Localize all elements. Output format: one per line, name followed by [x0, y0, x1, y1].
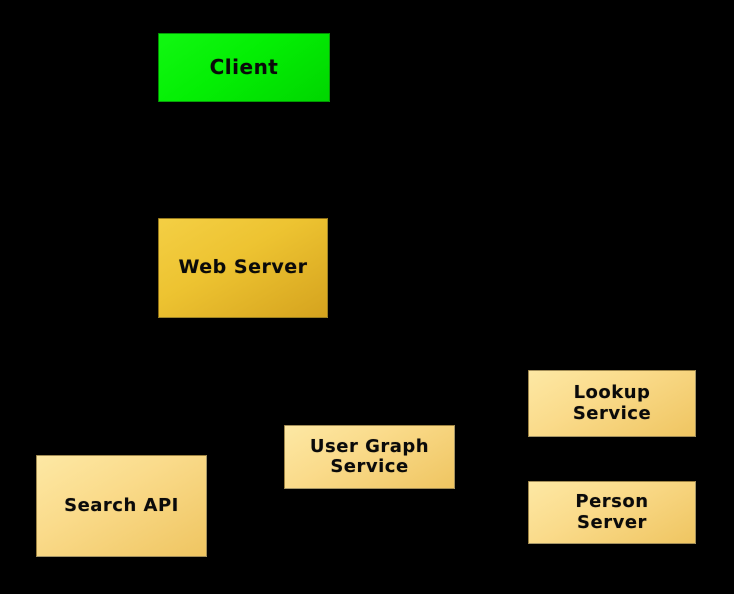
diagram-node-person-server[interactable]: Person Server [528, 481, 696, 544]
diagram-node-search-api-label: Search API [64, 494, 179, 516]
diagram-node-client[interactable]: Client [158, 33, 330, 102]
diagram-node-person-server-label: Person Server [575, 491, 649, 533]
diagram-node-lookup-service[interactable]: Lookup Service [528, 370, 696, 437]
diagram-node-lookup-service-label: Lookup Service [572, 382, 652, 424]
diagram-node-client-label: Client [209, 55, 279, 80]
diagram-node-user-graph-service-label: User Graph Service [309, 435, 430, 477]
diagram-node-web-server[interactable]: Web Server [158, 218, 328, 318]
diagram-node-web-server-label: Web Server [178, 256, 308, 279]
diagram-node-user-graph-service[interactable]: User Graph Service [284, 425, 455, 489]
diagram-node-search-api[interactable]: Search API [36, 455, 207, 557]
